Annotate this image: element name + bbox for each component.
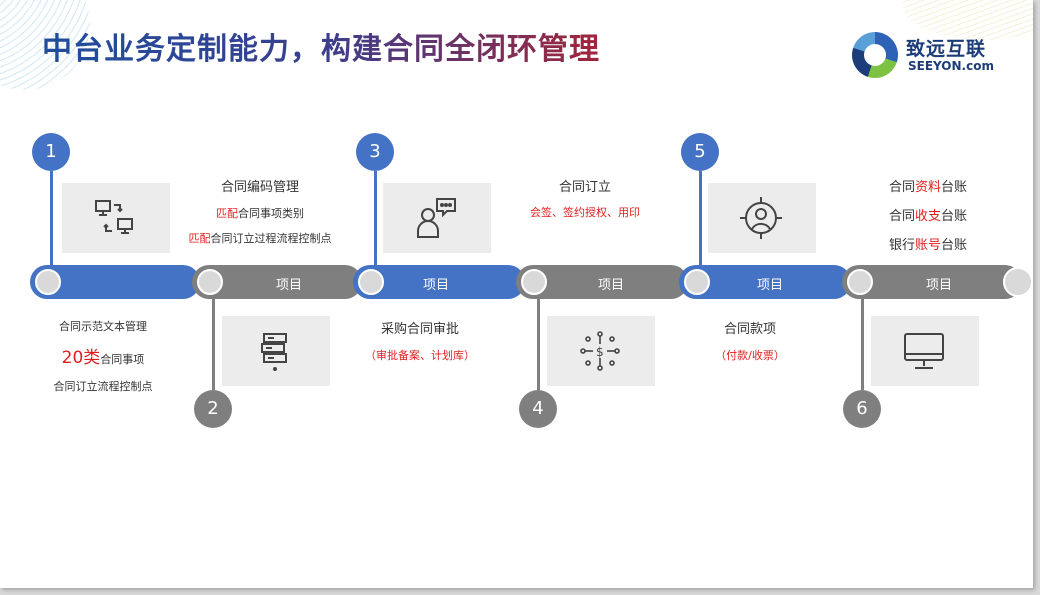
timeline-knob <box>847 269 873 295</box>
segment-label: 项目 <box>598 278 625 293</box>
ledger-prefix: 合同 <box>888 209 915 224</box>
step-3-icon-card <box>383 183 491 253</box>
person-chat-icon <box>417 198 456 238</box>
timeline-segment-3: 项目 <box>353 265 525 299</box>
logo-text-cn: 致远互联 <box>906 38 987 60</box>
step-5-line-1: 合同款项 <box>723 322 776 337</box>
step-stem-5 <box>699 171 702 265</box>
step-stem-3 <box>374 171 377 265</box>
timeline-knob <box>521 269 547 295</box>
server-stack-icon <box>261 333 287 371</box>
target-person-icon <box>740 197 782 239</box>
ledger-suffix: 台账 <box>941 238 968 253</box>
ledger-key: 收支 <box>914 209 941 224</box>
step-6-line-2: 合同收支台账 <box>868 205 988 224</box>
segment-label: 项目 <box>423 278 450 293</box>
step-3-line-2: （审批备案、计划库） <box>365 349 475 362</box>
timeline-knob <box>684 269 710 295</box>
step-1-line-1: 合同示范文本管理 <box>59 320 147 333</box>
step-stem-4 <box>537 299 540 390</box>
svg-text:$: $ <box>596 345 604 359</box>
logo-text-en: SEEYON.com <box>908 59 994 73</box>
step-number-3: 3 <box>356 133 394 171</box>
timeline-segment-1 <box>30 265 200 299</box>
ledger-key: 账号 <box>914 238 941 253</box>
step-2-category: 合同事项类别 <box>238 207 304 220</box>
step-1-count-label: 合同事项 <box>100 353 145 366</box>
step-3-line-1: 采购合同审批 <box>380 322 459 337</box>
ledger-suffix: 台账 <box>941 209 968 224</box>
segment-label: 项目 <box>276 278 303 293</box>
step-5-line-2: （付款/收票） <box>715 349 785 362</box>
slide-title: 中台业务定制能力，构建合同全闭环管理 <box>42 24 600 68</box>
step-number-2: 2 <box>194 390 232 428</box>
seeyon-logo: 致远互联 SEEYON.com <box>852 32 1002 82</box>
step-2-line-2: 匹配合同事项类别 <box>185 205 335 221</box>
step-1-line-2: 20类合同事项 <box>38 343 168 368</box>
ledger-prefix: 合同 <box>888 180 915 195</box>
segment-label: 项目 <box>757 278 784 293</box>
step-1-line-3: 合同订立流程控制点 <box>53 380 153 393</box>
step-2-line-3: 匹配合同订立过程流程控制点 <box>170 230 350 246</box>
timeline-knob <box>35 269 61 295</box>
monitor-icon <box>904 333 944 369</box>
step-stem-6 <box>861 299 864 390</box>
dollar-network-icon: $ <box>580 331 620 371</box>
step-6-line-1: 合同资料台账 <box>868 176 988 195</box>
step-number-5: 5 <box>681 133 719 171</box>
timeline-knob <box>358 269 384 295</box>
step-2-match-1: 匹配 <box>216 207 238 220</box>
step-number-4: 4 <box>519 390 557 428</box>
timeline-segment-5: 项目 <box>679 265 851 299</box>
timeline-segment-4: 项目 <box>516 265 688 299</box>
step-6-line-3: 银行账号台账 <box>868 234 988 253</box>
logo-mark-icon <box>852 32 898 78</box>
ledger-prefix: 银行 <box>888 238 915 253</box>
step-4-icon-card: $ <box>547 316 655 386</box>
computers-exchange-icon <box>95 200 133 234</box>
step-2-icon-card <box>222 316 330 386</box>
step-4-line-2: 会签、签约授权、用印 <box>530 206 640 219</box>
ledger-key: 资料 <box>914 180 941 195</box>
timeline-knob <box>197 269 223 295</box>
step-6-icon-card <box>871 316 979 386</box>
step-2-match-2: 匹配 <box>188 232 211 245</box>
ledger-suffix: 台账 <box>941 180 968 195</box>
timeline-segment-2: 项目 <box>192 265 362 299</box>
step-number-6: 6 <box>843 390 881 428</box>
step-number-1: 1 <box>32 133 70 171</box>
step-5-icon-card <box>708 183 816 253</box>
step-2-line-1: 合同编码管理 <box>220 180 299 195</box>
segment-label: 项目 <box>926 278 953 293</box>
step-1-icon-card <box>62 183 170 253</box>
step-1-count: 20类 <box>61 348 101 368</box>
timeline-segment-6: 项目 <box>842 265 1022 299</box>
step-stem-2 <box>212 299 215 390</box>
step-4-line-1: 合同订立 <box>558 180 611 195</box>
timeline-end-knob <box>1003 267 1033 297</box>
step-2-control-points: 合同订立过程流程控制点 <box>210 232 332 245</box>
step-stem-1 <box>50 171 53 265</box>
